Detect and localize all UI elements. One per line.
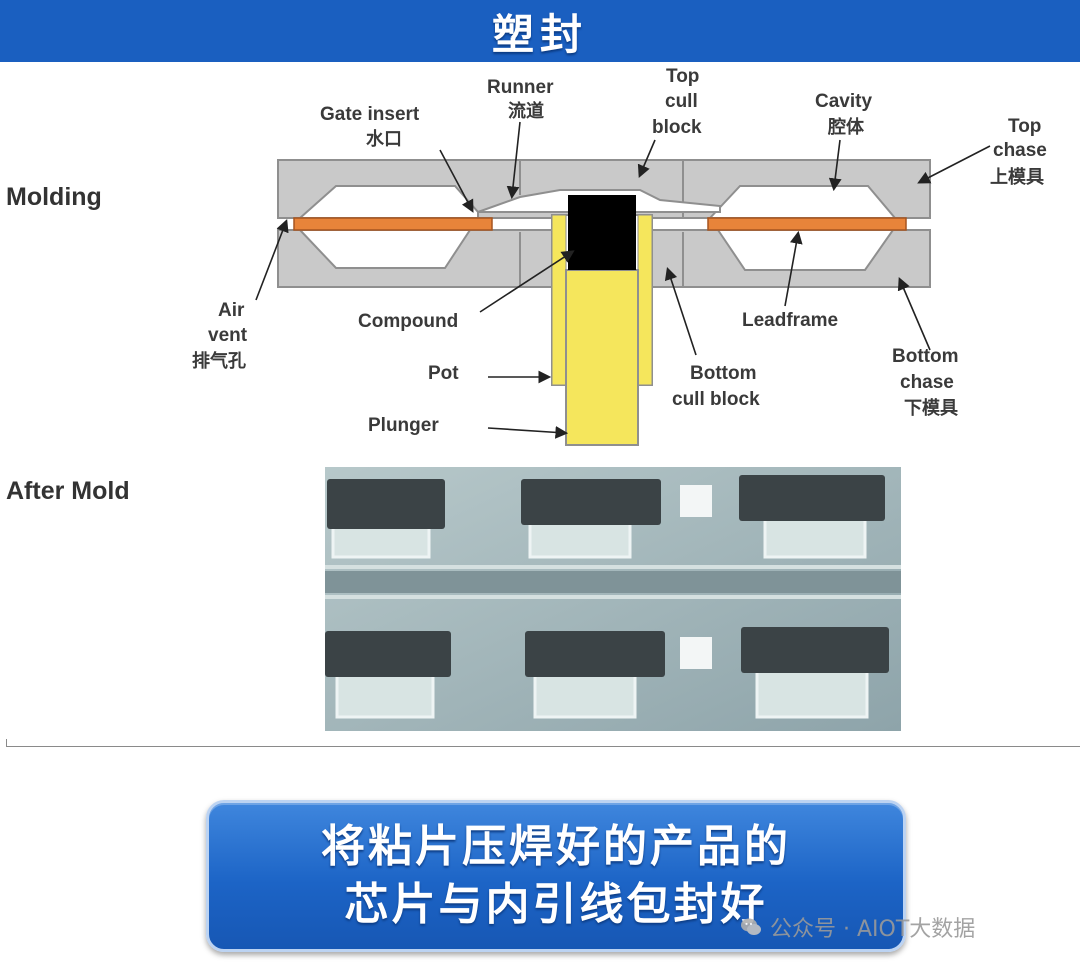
label-gate-insert: Gate insert — [320, 104, 420, 125]
label-top-chase-2: chase — [993, 140, 1047, 161]
header-bar: 塑封 — [0, 0, 1080, 62]
pot-sleeve-left — [551, 214, 567, 386]
watermark-text: 公众号 · AIOT大数据 — [770, 917, 976, 942]
label-top-cull-block-3: block — [652, 117, 702, 138]
leadframe-right — [707, 217, 907, 231]
caption-line-2: 芯片与内引线包封好 — [344, 879, 768, 930]
bottom-cavity-right — [716, 229, 895, 271]
section-label-molding: Molding — [6, 183, 102, 211]
leadframe-left — [293, 217, 493, 231]
label-bottom-chase-2: chase — [900, 372, 954, 393]
label-top-chase-cn: 上模具 — [990, 166, 1044, 188]
caption-box: 将粘片压焊好的产品的 芯片与内引线包封好 — [206, 800, 906, 952]
label-gate-insert-cn: 水口 — [366, 128, 402, 150]
caption-line-1: 将粘片压焊好的产品的 — [321, 821, 791, 872]
label-compound: Compound — [358, 311, 458, 332]
top-cavity-right — [707, 185, 898, 219]
label-cavity-cn: 腔体 — [827, 116, 865, 138]
label-bottom-chase-1: Bottom — [892, 346, 958, 367]
label-air-vent-1: Air — [218, 300, 245, 321]
watermark: 公众号 · AIOT大数据 — [740, 910, 975, 944]
divider-tick — [6, 739, 7, 747]
compound — [568, 195, 636, 270]
label-cavity: Cavity — [815, 91, 872, 112]
label-top-cull-block-1: Top — [666, 66, 699, 87]
label-top-chase-1: Top — [1008, 116, 1041, 137]
label-air-vent-2: vent — [208, 325, 248, 346]
label-plunger: Plunger — [368, 415, 439, 436]
section-divider — [6, 746, 1080, 747]
label-bottom-chase-cn: 下模具 — [904, 397, 958, 419]
label-runner: Runner — [487, 77, 554, 98]
plunger — [565, 269, 639, 446]
label-air-vent-cn: 排气孔 — [192, 350, 246, 372]
wechat-icon — [741, 918, 761, 935]
after-mold-photo — [325, 467, 901, 731]
label-bottom-cull-block-1: Bottom — [690, 363, 756, 384]
label-runner-cn: 流道 — [508, 100, 544, 122]
label-bottom-cull-block-2: cull block — [672, 389, 760, 410]
label-pot: Pot — [428, 363, 459, 384]
molding-diagram: Gate insert 水口 Runner 流道 Top cull block … — [192, 66, 1047, 446]
label-leadframe: Leadframe — [742, 310, 838, 331]
page-title: 塑封 — [491, 9, 588, 59]
pot-sleeve-right — [637, 214, 653, 386]
section-label-after-mold: After Mold — [6, 477, 130, 505]
label-top-cull-block-2: cull — [665, 91, 698, 112]
